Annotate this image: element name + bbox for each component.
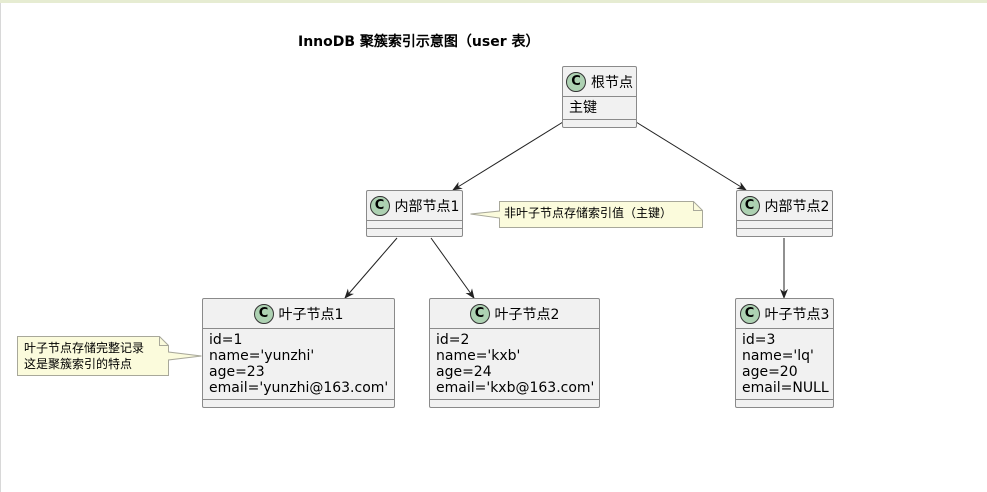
field-email: email='kxb@163.com' [436, 380, 595, 396]
class-header: C 内部节点1 [367, 191, 462, 221]
left-border [0, 3, 1, 492]
class-header: C 内部节点2 [737, 191, 832, 221]
internal-node-2-fields [737, 221, 832, 229]
field: 主键 [569, 100, 597, 116]
internal-node-2-name: 内部节点2 [764, 198, 830, 215]
edge-root-internal2 [635, 121, 747, 191]
class-c-icon: C [739, 195, 760, 216]
leaf-node-3-fields: id=3 name='lq' age=20 email=NULL [736, 329, 833, 400]
leaf-node-1[interactable]: C 叶子节点1 id=1 name='yunzhi' age=23 email=… [202, 298, 395, 408]
field-id: id=3 [742, 332, 776, 348]
methods-section [737, 229, 832, 236]
edge-internal1-leaf1 [344, 237, 398, 299]
class-c-icon: C [469, 303, 490, 324]
class-header: C 叶子节点3 [736, 299, 833, 329]
leaf-node-2-name: 叶子节点2 [494, 306, 560, 323]
class-header: C 根节点 [563, 67, 636, 97]
class-c-icon: C [253, 303, 274, 324]
methods-section [563, 120, 636, 127]
leaf-node-3-name: 叶子节点3 [764, 306, 830, 323]
field-id: id=1 [209, 332, 243, 348]
leaf-node-note: 叶子节点存储完整记录 这是聚簇索引的特点 [17, 336, 202, 376]
leaf-node-1-fields: id=1 name='yunzhi' age=23 email='yunzhi@… [203, 329, 394, 400]
field-age: age=20 [742, 364, 798, 380]
note-text-line: 叶子节点存储完整记录 [24, 341, 145, 355]
field-name: name='yunzhi' [209, 348, 315, 364]
root-node[interactable]: C 根节点 主键 [562, 66, 637, 128]
leaf-node-1-name: 叶子节点1 [278, 306, 344, 323]
note-shape [17, 336, 202, 376]
methods-section [367, 229, 462, 236]
class-c-icon: C [369, 195, 390, 216]
methods-section [203, 400, 394, 407]
class-header: C 叶子节点2 [430, 299, 599, 329]
internal-node-note: 非叶子节点存储索引值（主键） [470, 201, 703, 228]
class-header: C 叶子节点1 [203, 299, 394, 329]
field-email: email=NULL [742, 380, 829, 396]
leaf-node-2-fields: id=2 name='kxb' age=24 email='kxb@163.co… [430, 329, 599, 400]
field-name: name='lq' [742, 348, 814, 364]
note-text-line: 这是聚簇索引的特点 [24, 357, 133, 371]
internal-node-2[interactable]: C 内部节点2 [736, 190, 833, 237]
leaf-node-2[interactable]: C 叶子节点2 id=2 name='kxb' age=24 email='kx… [429, 298, 600, 408]
internal-node-1[interactable]: C 内部节点1 [366, 190, 463, 237]
diagram-title: InnoDB 聚簇索引示意图（user 表） [298, 34, 540, 50]
methods-section [736, 400, 833, 407]
note-shape [470, 201, 703, 228]
root-node-fields: 主键 [563, 97, 636, 120]
edge-internal1-leaf2 [430, 237, 475, 299]
leaf-node-3[interactable]: C 叶子节点3 id=3 name='lq' age=20 email=NULL [735, 298, 834, 408]
root-node-name: 根节点 [591, 74, 633, 91]
field-name: name='kxb' [436, 348, 521, 364]
edge-root-internal1 [452, 121, 564, 191]
internal-node-1-fields [367, 221, 462, 229]
class-c-icon: C [739, 303, 760, 324]
field-age: age=23 [209, 364, 265, 380]
field-age: age=24 [436, 364, 492, 380]
top-border [0, 0, 987, 3]
field-email: email='yunzhi@163.com' [209, 380, 389, 396]
field-id: id=2 [436, 332, 470, 348]
internal-node-1-name: 内部节点1 [394, 198, 460, 215]
note-text-line: 非叶子节点存储索引值（主键） [504, 206, 673, 220]
class-c-icon: C [566, 71, 586, 92]
methods-section [430, 400, 599, 407]
